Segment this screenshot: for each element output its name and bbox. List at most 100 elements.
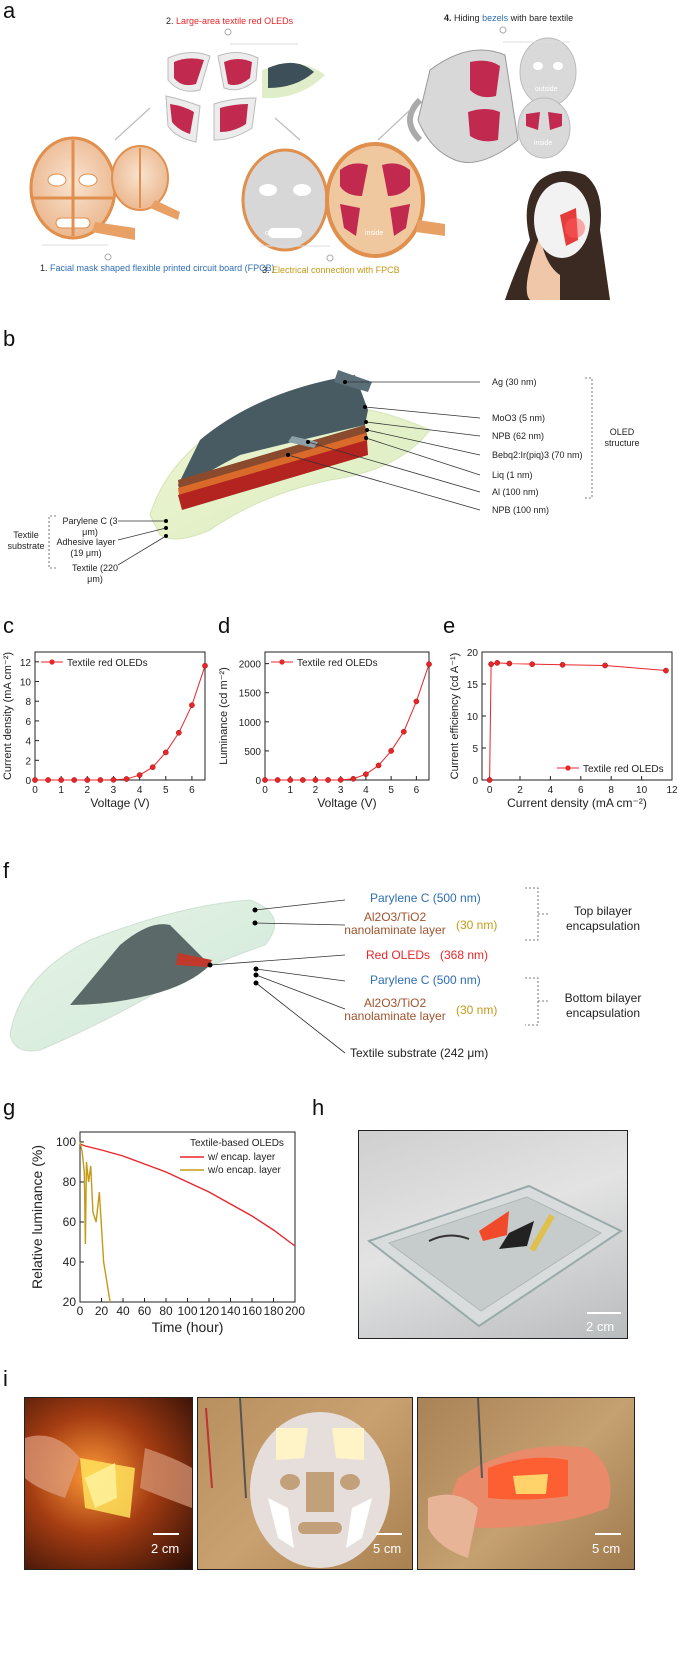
f-al2o3-bottom: Al2O3/TiO2 nanolaminate layer: [340, 997, 450, 1023]
oled-structure-label: OLED structure: [604, 427, 640, 448]
series-line-e-0: [489, 662, 666, 781]
photo-i3: 5 cm: [417, 1397, 635, 1570]
photo-i2: 5 cm: [197, 1397, 413, 1570]
scale-label-h: 2 cm: [586, 1319, 615, 1334]
x-tick-label-e-6: 6: [578, 785, 584, 796]
f-parylene-top: Parylene C (500 nm): [370, 891, 481, 905]
step4-post: with bare textile: [510, 13, 574, 23]
data-point-e-3: [506, 660, 513, 667]
legend-marker-c: [49, 659, 55, 665]
data-point-d-8: [363, 771, 369, 778]
scale-bar-h: [587, 1312, 621, 1314]
x-tick-label-g-140: 140: [220, 1304, 240, 1318]
y-tick-label-c-4: 4: [25, 737, 31, 748]
y-tick-label-c-12: 12: [20, 658, 32, 669]
y-tick-label-g-40: 40: [63, 1255, 77, 1269]
data-point-c-10: [162, 749, 169, 756]
y-tick-label-c-2: 2: [25, 756, 31, 767]
x-tick-label-d-3: 3: [338, 785, 344, 796]
y-tick-label-c-10: 10: [20, 678, 32, 689]
x-tick-label-d-1: 1: [287, 785, 293, 796]
step3-number: 3.: [262, 265, 270, 275]
f-red-oleds-thickness: (368 nm): [440, 948, 489, 962]
y-tick-label-e-10: 10: [467, 712, 479, 723]
label-inside-3: inside: [365, 230, 384, 237]
y-tick-label-c-8: 8: [25, 697, 31, 708]
data-point-c-9: [149, 764, 156, 771]
y-tick-label-e-5: 5: [472, 744, 478, 755]
step4-number: 4.: [444, 13, 452, 23]
legend-marker-d: [279, 659, 285, 665]
x-tick-label-g-100: 100: [177, 1304, 197, 1318]
x-tick-label-e-0: 0: [487, 785, 493, 796]
x-tick-label-g-180: 180: [263, 1304, 283, 1318]
panel-b-illustration: [48, 370, 593, 569]
data-point-d-0: [262, 777, 268, 783]
fpcb-mask-small: [111, 145, 180, 220]
scale-label-i3: 5 cm: [592, 1541, 621, 1556]
label-outside-4: outside: [535, 86, 558, 93]
data-point-d-1: [274, 777, 281, 783]
data-point-d-6: [337, 777, 344, 783]
f-al2o3-top: Al2O3/TiO2 nanolaminate layer: [340, 911, 450, 937]
data-point-d-12: [413, 698, 420, 705]
photo-i1: 2 cm: [24, 1397, 193, 1570]
step1-caption: 1. Facial mask shaped flexible printed c…: [40, 263, 275, 274]
fpcb-mask-large: [29, 136, 135, 240]
x-tick-label-d-2: 2: [313, 785, 319, 796]
photo-i1-scene: [25, 1435, 192, 1518]
label-inside-4: inside: [534, 140, 553, 147]
layer-npb-62: NPB (62 nm): [492, 431, 545, 441]
panel-label-f: f: [3, 858, 10, 883]
y-tick-label-d-1000: 1000: [239, 718, 262, 729]
x-tick-label-e-2: 2: [517, 785, 523, 796]
scale-bar-i3: [595, 1533, 621, 1535]
data-point-c-8: [136, 772, 143, 778]
x-tick-label-g-0: 0: [77, 1304, 84, 1318]
layer-emission: Bebq2:Ir(piq)3 (70 nm): [492, 450, 583, 460]
f-al2o3-bot-line2: nanolaminate layer: [344, 1009, 446, 1023]
y-tick-label-d-500: 500: [244, 747, 261, 758]
step1-text: Facial mask shaped flexible printed circ…: [50, 263, 275, 273]
data-point-e-1: [488, 661, 494, 668]
y-tick-label-e-0: 0: [472, 776, 478, 787]
x-tick-label-c-2: 2: [85, 785, 91, 796]
mask-outside: [241, 148, 329, 252]
legend-label-e: Textile red OLEDs: [583, 764, 664, 775]
x-tick-label-g-60: 60: [138, 1304, 152, 1318]
layer-npb-100: NPB (100 nm): [492, 505, 550, 515]
panel-f-illustration: [9, 887, 548, 1054]
panel-label-h: h: [312, 1095, 325, 1120]
x-tick-label-g-20: 20: [95, 1304, 109, 1318]
panel-label-d: d: [218, 613, 231, 638]
panel-label-i: i: [3, 1366, 8, 1391]
y-tick-label-g-80: 80: [63, 1175, 77, 1189]
f-al2o3-bot-line1: Al2O3/TiO2: [363, 996, 427, 1010]
step4-bezels: bezels: [482, 13, 509, 23]
data-point-c-11: [175, 729, 182, 736]
data-point-c-7: [123, 776, 130, 782]
panel-label-g: g: [3, 1095, 16, 1120]
layer-al: Al (100 nm): [492, 487, 539, 497]
x-tick-label-g-40: 40: [116, 1304, 130, 1318]
f-al2o3-bot-thickness: (30 nm): [456, 1003, 498, 1017]
x-tick-label-d-0: 0: [262, 785, 268, 796]
woman-wearing-mask: [505, 171, 610, 300]
data-point-c-0: [32, 777, 38, 783]
series-line-c-0: [35, 665, 206, 781]
panel-a-illustration: [29, 26, 610, 300]
f-parylene-bottom: Parylene C (500 nm): [370, 973, 481, 987]
step2-text: Large-area textile red OLEDs: [176, 16, 294, 26]
panel-label-c: c: [3, 613, 14, 638]
legend-label-g-0: w/ encap. layer: [207, 1152, 276, 1163]
data-point-e-4: [529, 661, 536, 668]
data-point-c-4: [84, 777, 91, 783]
data-point-c-2: [58, 777, 65, 783]
y-tick-label-g-20: 20: [63, 1295, 77, 1309]
step2-caption: 2. Large-area textile red OLEDs: [166, 16, 293, 27]
f-al2o3-top-thickness: (30 nm): [456, 918, 498, 932]
data-point-e-7: [663, 667, 669, 674]
